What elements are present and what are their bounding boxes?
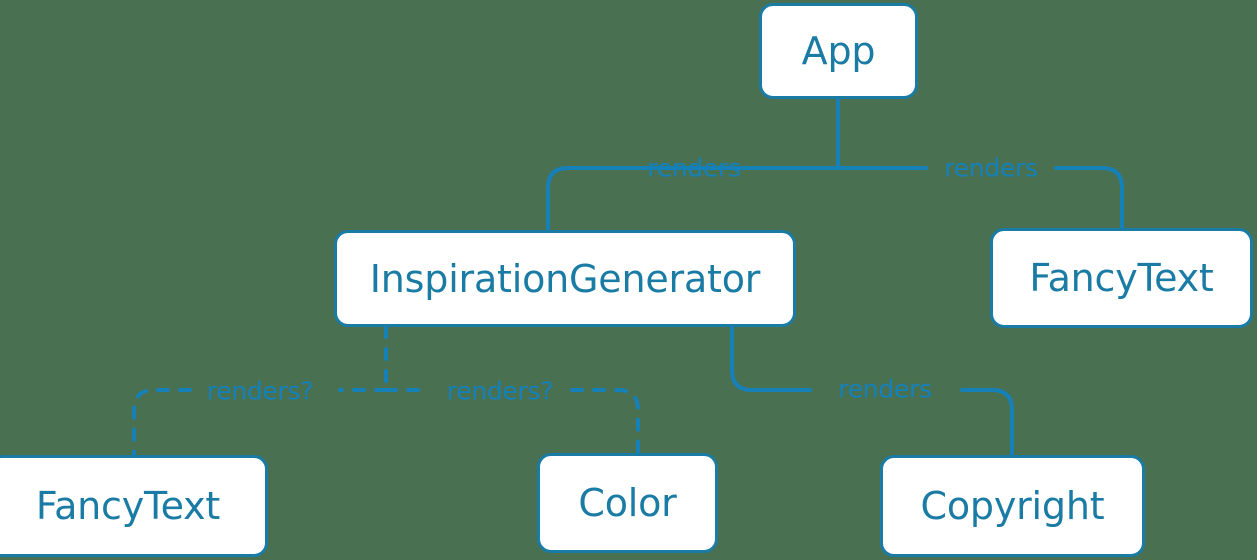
edge-app-fancytext: [836, 166, 1124, 230]
node-fancytext-right-label: FancyText: [1029, 256, 1214, 300]
edge-label-app-fancytext: renders: [944, 153, 1038, 183]
edge-label-inspiration-generator-color: renders?: [446, 376, 554, 406]
edge-inspgen-copyright: [730, 325, 1014, 457]
edge-label-inspiration-generator-fancytext: renders?: [206, 376, 314, 406]
node-color[interactable]: Color: [537, 453, 718, 553]
node-inspiration-generator-label: InspirationGenerator: [369, 256, 761, 301]
node-inspiration-generator[interactable]: InspirationGenerator: [334, 230, 796, 327]
edge-label-inspiration-generator-copyright: renders: [838, 374, 932, 404]
node-copyright-label: Copyright: [920, 484, 1105, 528]
edge-app-inspgen-left: [546, 166, 840, 232]
node-app[interactable]: App: [759, 3, 918, 99]
edge-inspgen-fancytext: [132, 388, 388, 457]
edge-label-app-inspiration-generator: renders: [647, 153, 741, 183]
node-fancytext-bottom-left-label: FancyText: [35, 484, 221, 528]
node-color-label: Color: [578, 481, 677, 525]
node-fancytext-right[interactable]: FancyText: [990, 228, 1253, 328]
node-copyright[interactable]: Copyright: [880, 455, 1145, 557]
edge-inspgen-color: [384, 388, 640, 455]
node-fancytext-bottom-left[interactable]: FancyText: [0, 455, 268, 557]
node-app-label: App: [801, 29, 876, 73]
